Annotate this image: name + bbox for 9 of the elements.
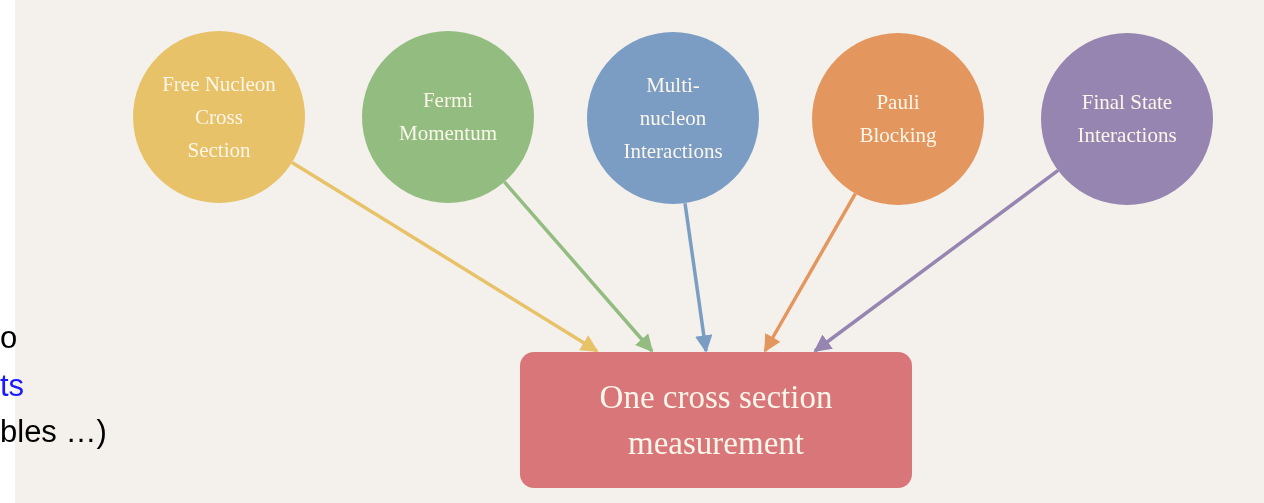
arrow xyxy=(291,160,599,353)
arrow xyxy=(683,202,713,353)
text-fragment: o xyxy=(0,322,18,353)
text-fragment: bles …) xyxy=(0,416,107,447)
arrow xyxy=(503,180,654,353)
measurement-box: One cross section measurement xyxy=(520,352,912,488)
text-fragment: ts xyxy=(0,370,25,401)
arrow xyxy=(763,192,857,353)
arrow xyxy=(813,169,1060,353)
